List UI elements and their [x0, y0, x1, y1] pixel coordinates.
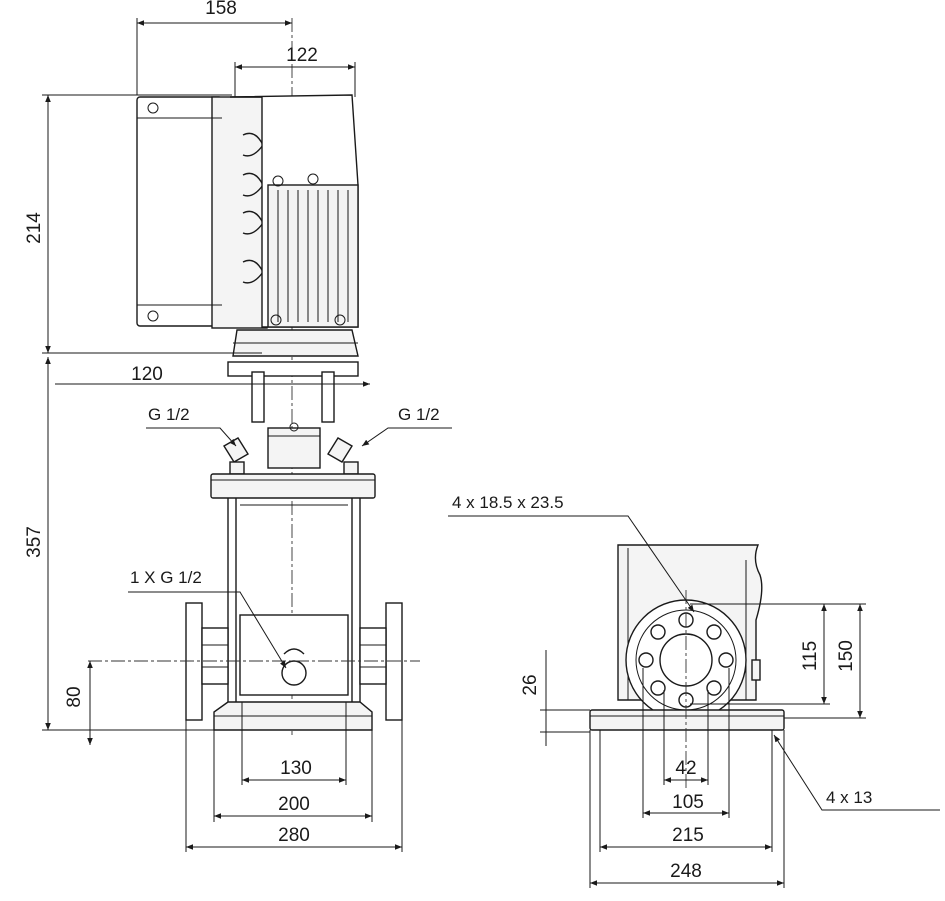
dim-280-text: 280: [278, 825, 310, 846]
label-g-left: G 1/2: [148, 405, 190, 424]
side-labels: 4 x 18.5 x 23.5 4 x 13: [448, 493, 940, 811]
front-view: 158 122 214 357 120 80 1: [24, 0, 452, 852]
dim-200-text: 200: [278, 794, 310, 815]
dim-130-text: 130: [280, 758, 312, 779]
dim-150-text: 150: [836, 640, 857, 672]
label-mount: 4 x 13: [826, 788, 872, 807]
dim-357-text: 357: [24, 526, 45, 558]
dim-215-text: 215: [672, 825, 704, 846]
pump-sleeve: [227, 498, 361, 705]
dim-214-text: 214: [24, 212, 45, 244]
dim-105-text: 105: [672, 792, 704, 813]
dim-122-text: 122: [286, 45, 318, 66]
side-view: 115 150 26 42 105 215: [448, 493, 940, 888]
motor-body: [229, 94, 359, 357]
label-holes: 4 x 18.5 x 23.5: [452, 493, 564, 512]
dim-248-text: 248: [670, 861, 702, 882]
dim-42-text: 42: [675, 758, 696, 779]
dim-120-text: 120: [131, 364, 163, 385]
dim-80-text: 80: [64, 686, 85, 707]
dim-115-text: 115: [800, 641, 821, 671]
pump-base: [185, 602, 403, 731]
dim-26-text: 26: [520, 674, 541, 695]
front-dimensions: 158 122 214 357 120 80 1: [24, 0, 403, 852]
front-labels: G 1/2 G 1/2 1 X G 1/2: [128, 405, 452, 669]
label-g-right: G 1/2: [398, 405, 440, 424]
pump-head: [210, 361, 376, 499]
label-drain: 1 X G 1/2: [130, 568, 202, 587]
dim-158-text: 158: [205, 0, 237, 19]
side-dimensions: 115 150 26 42 105 215: [520, 603, 866, 888]
terminal-box: [136, 96, 268, 329]
